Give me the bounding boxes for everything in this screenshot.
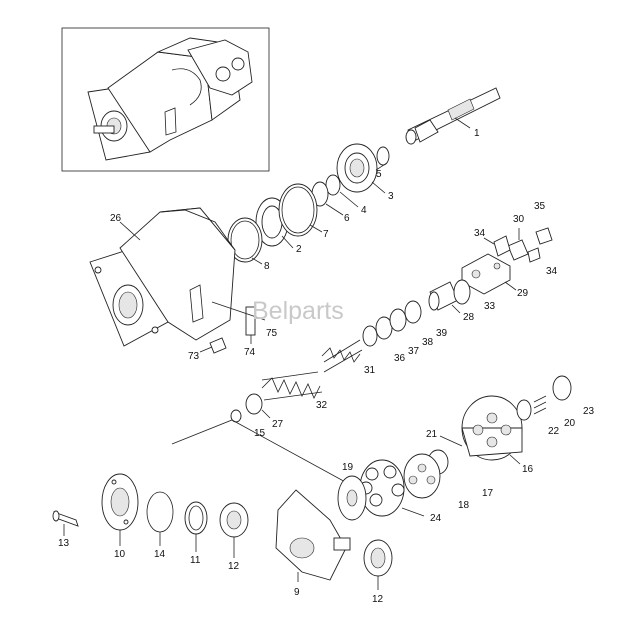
part-73-plug <box>199 337 227 354</box>
callout-36: 36 <box>394 353 406 364</box>
callout-33: 33 <box>484 301 496 312</box>
part-26-housing <box>89 207 236 347</box>
callout-20: 20 <box>564 418 576 429</box>
part-24-pistons <box>359 459 425 517</box>
part-30-screw <box>507 228 529 261</box>
callout-5: 5 <box>376 169 382 180</box>
callout-22: 22 <box>548 426 560 437</box>
part-3-bearing <box>336 143 386 194</box>
part-20-spring <box>533 395 547 415</box>
callout-29: 29 <box>517 288 529 299</box>
part-18-retainer-plate <box>403 453 441 499</box>
callout-9: 9 <box>294 587 300 598</box>
part-1-drive-shaft <box>405 87 501 145</box>
callout-31: 31 <box>364 365 376 376</box>
callout-labels: 1 2 3 4 5 6 7 8 9 10 11 12 12 13 14 15 1… <box>58 128 595 605</box>
part-16-cylinder-block <box>461 395 523 465</box>
part-74-nameplate <box>245 306 256 344</box>
callout-39: 39 <box>436 328 448 339</box>
callout-34-top: 34 <box>474 228 486 239</box>
callout-74: 74 <box>244 347 256 358</box>
callout-26: 26 <box>110 213 122 224</box>
callout-73: 73 <box>188 351 200 362</box>
part-9-end-cover <box>275 489 351 582</box>
callout-19: 19 <box>342 462 354 473</box>
assembly-guide-line <box>171 419 361 491</box>
callout-18: 18 <box>458 500 470 511</box>
callout-27: 27 <box>272 419 284 430</box>
callout-10: 10 <box>114 549 126 560</box>
callout-37: 37 <box>408 346 420 357</box>
callout-28: 28 <box>463 312 475 323</box>
callout-8: 8 <box>264 261 270 272</box>
part-22-washer <box>516 399 532 421</box>
callout-24: 24 <box>430 513 442 524</box>
callout-23: 23 <box>583 406 595 417</box>
part-8-circlip <box>227 217 263 265</box>
part-75-rivet <box>211 301 266 321</box>
callout-15: 15 <box>254 428 266 439</box>
part-35-nut <box>535 227 553 245</box>
part-31-spring <box>321 339 363 373</box>
callout-30: 30 <box>513 214 525 225</box>
part-32-spring <box>261 371 323 401</box>
callout-14: 14 <box>154 549 166 560</box>
assembled-pump-inset <box>61 27 270 172</box>
part-12-bearing-right <box>363 539 393 590</box>
callout-7: 7 <box>323 229 329 240</box>
part-14-o-ring <box>146 491 174 546</box>
callout-1: 1 <box>474 128 480 139</box>
part-13-screw <box>52 510 79 536</box>
callout-12-left: 12 <box>228 561 240 572</box>
part-29-control-plate <box>461 253 517 295</box>
callout-32: 32 <box>316 400 328 411</box>
callout-11: 11 <box>190 555 201 566</box>
callout-17: 17 <box>482 488 494 499</box>
part-4-ring <box>325 174 359 208</box>
part-36-39-o-rings <box>362 300 422 347</box>
callout-38: 38 <box>422 337 434 348</box>
callout-21: 21 <box>426 429 438 440</box>
callout-13: 13 <box>58 538 70 549</box>
callout-75: 75 <box>266 328 278 339</box>
watermark-text: Belparts <box>252 297 344 325</box>
part-7-o-ring <box>278 183 323 237</box>
part-27-seat <box>245 393 271 419</box>
callout-2: 2 <box>296 244 302 255</box>
part-33-o-ring <box>453 279 471 305</box>
part-12-bearing-left <box>219 502 249 558</box>
part-34-bolts <box>483 235 541 263</box>
callout-12-right: 12 <box>372 594 384 605</box>
callout-3: 3 <box>388 191 394 202</box>
part-11-ring <box>184 501 208 552</box>
part-19-swash-plate <box>337 475 367 521</box>
callout-35: 35 <box>534 201 546 212</box>
part-23-circlip <box>552 375 572 401</box>
callout-34-right: 34 <box>546 266 558 277</box>
callout-16: 16 <box>522 464 534 475</box>
part-5-snap-ring <box>375 146 390 171</box>
callout-6: 6 <box>344 213 350 224</box>
part-21-pin <box>439 435 463 447</box>
part-10-cover <box>101 473 139 546</box>
callout-4: 4 <box>361 205 367 216</box>
